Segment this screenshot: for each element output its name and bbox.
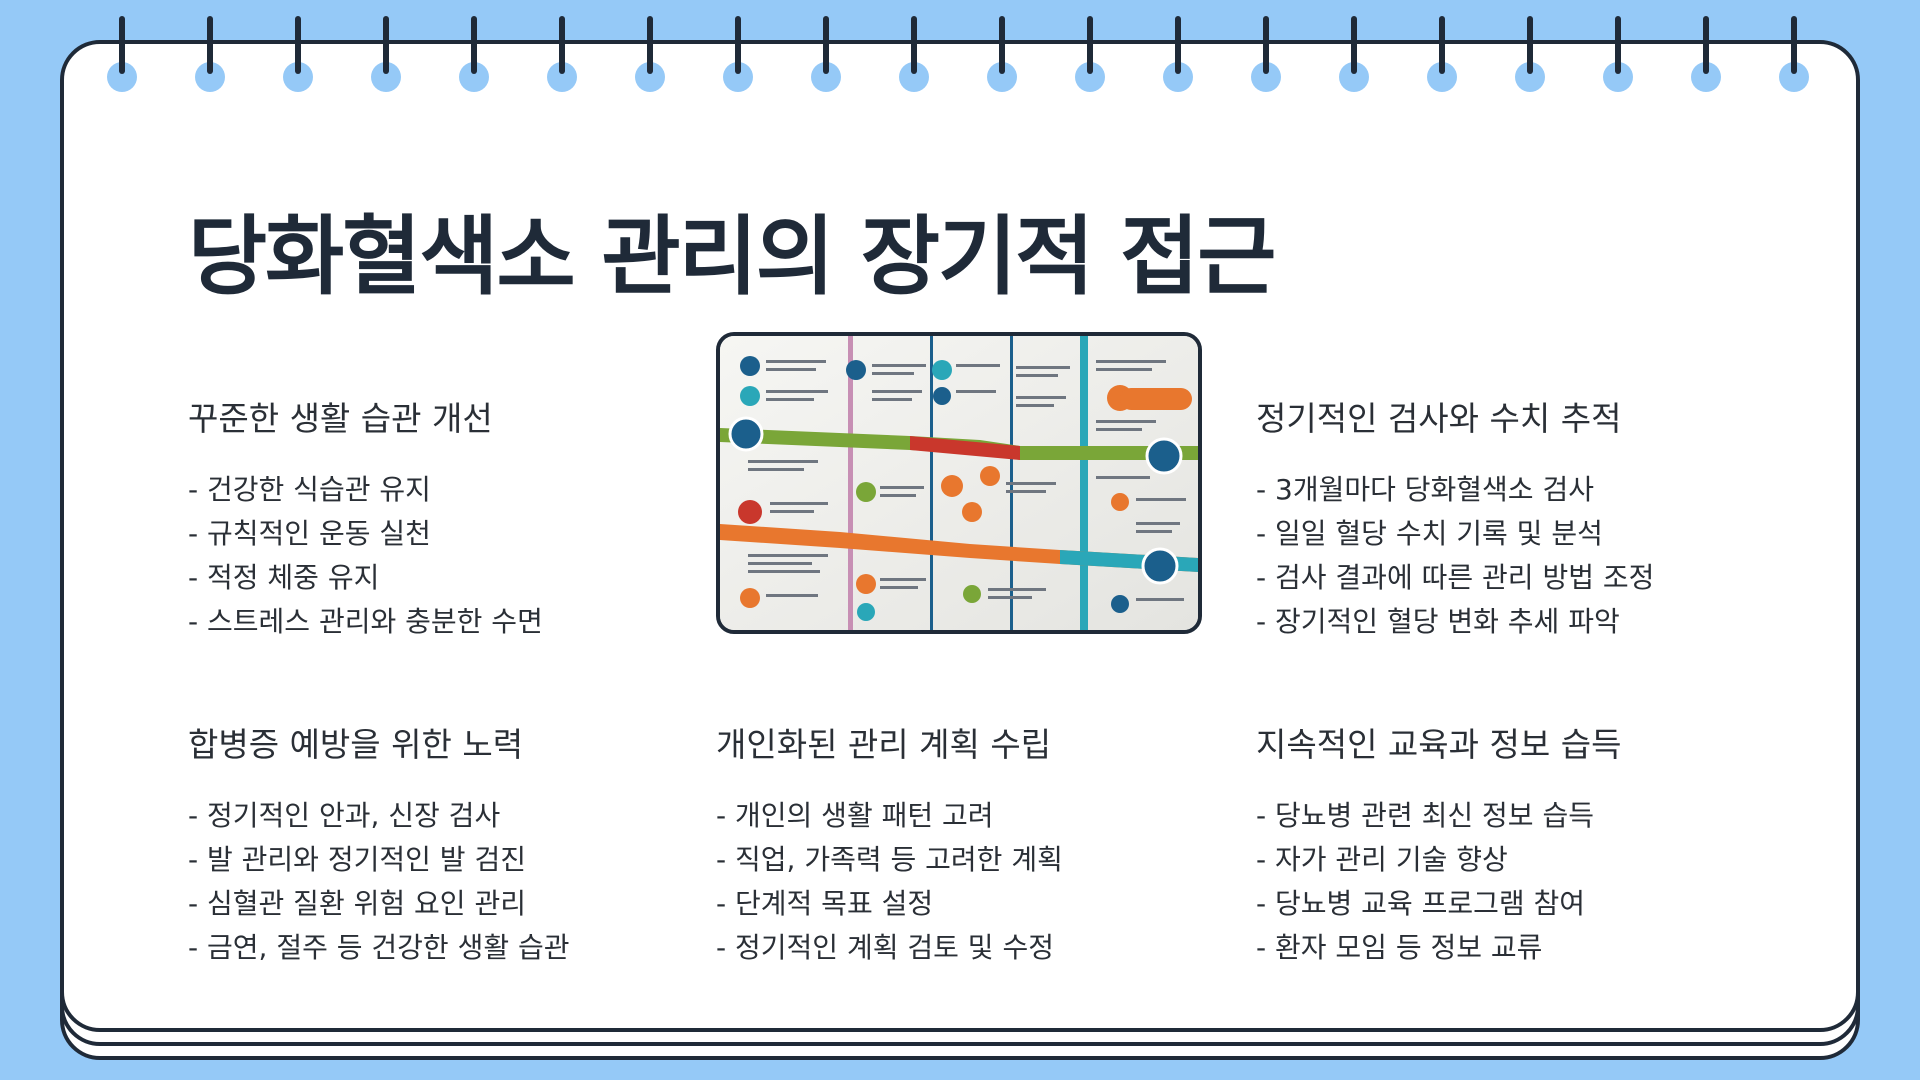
binding-ring-icon (635, 16, 665, 92)
section-heading: 정기적인 검사와 수치 추적 (1256, 399, 1622, 438)
list-item: - 금연, 절주 등 건강한 생활 습관 (188, 931, 570, 964)
binding-ring-icon (459, 16, 489, 92)
list-item: - 장기적인 혈당 변화 추세 파악 (1256, 605, 1620, 638)
section-heading: 꾸준한 생활 습관 개선 (188, 399, 493, 438)
list-item: - 당뇨병 교육 프로그램 참여 (1256, 887, 1586, 920)
list-item: - 규칙적인 운동 실천 (188, 517, 431, 550)
list-item: - 당뇨병 관련 최신 정보 습득 (1256, 799, 1594, 832)
list-item: - 심혈관 질환 위험 요인 관리 (188, 887, 526, 920)
section-lifestyle: 꾸준한 생활 습관 개선 - 건강한 식습관 유지 - 규칙적인 운동 실천 -… (188, 392, 658, 644)
list-item: - 정기적인 계획 검토 및 수정 (716, 931, 1054, 964)
binding-ring-icon (1163, 16, 1193, 92)
binding-ring-icon (195, 16, 225, 92)
binding-ring-icon (987, 16, 1017, 92)
spiral-binding (0, 0, 1920, 100)
binding-ring-icon (1779, 16, 1809, 92)
page-title: 당화혈색소 관리의 장기적 접근 (188, 207, 1276, 307)
list-item: - 개인의 생활 패턴 고려 (716, 799, 994, 832)
binding-ring-icon (107, 16, 137, 92)
list-item: - 일일 혈당 수치 기록 및 분석 (1256, 517, 1603, 550)
binding-ring-icon (1603, 16, 1633, 92)
section-list: - 건강한 식습관 유지 - 규칙적인 운동 실천 - 적정 체중 유지 - 스… (188, 468, 658, 644)
binding-ring-icon (1427, 16, 1457, 92)
section-regular-testing: 정기적인 검사와 수치 추적 - 3개월마다 당화혈색소 검사 - 일일 혈당 … (1256, 392, 1726, 644)
section-complication-prevention: 합병증 예방을 위한 노력 - 정기적인 안과, 신장 검사 - 발 관리와 정… (188, 718, 658, 970)
binding-ring-icon (283, 16, 313, 92)
list-item: - 발 관리와 정기적인 발 검진 (188, 843, 526, 876)
binding-ring-icon (811, 16, 841, 92)
list-item: - 단계적 목표 설정 (716, 887, 934, 920)
list-item: - 검사 결과에 따른 관리 방법 조정 (1256, 561, 1655, 594)
section-list: - 정기적인 안과, 신장 검사 - 발 관리와 정기적인 발 검진 - 심혈관… (188, 794, 658, 970)
binding-ring-icon (547, 16, 577, 92)
list-item: - 스트레스 관리와 충분한 수면 (188, 605, 543, 638)
list-item: - 건강한 식습관 유지 (188, 473, 431, 506)
section-list: - 3개월마다 당화혈색소 검사 - 일일 혈당 수치 기록 및 분석 - 검사… (1256, 468, 1726, 644)
section-heading: 개인화된 관리 계획 수립 (716, 725, 1052, 764)
list-item: - 자가 관리 기술 향상 (1256, 843, 1508, 876)
section-heading: 지속적인 교육과 정보 습득 (1256, 725, 1622, 764)
binding-ring-icon (723, 16, 753, 92)
infographic-image (716, 332, 1202, 634)
infographic-illustration-icon (720, 336, 1198, 630)
binding-ring-icon (1339, 16, 1369, 92)
binding-ring-icon (1075, 16, 1105, 92)
section-personalized-plan: 개인화된 관리 계획 수립 - 개인의 생활 패턴 고려 - 직업, 가족력 등… (716, 718, 1186, 970)
binding-ring-icon (371, 16, 401, 92)
binding-ring-icon (1515, 16, 1545, 92)
binding-ring-icon (1691, 16, 1721, 92)
list-item: - 3개월마다 당화혈색소 검사 (1256, 473, 1594, 506)
binding-ring-icon (1251, 16, 1281, 92)
section-continuous-education: 지속적인 교육과 정보 습득 - 당뇨병 관련 최신 정보 습득 - 자가 관리… (1256, 718, 1726, 970)
list-item: - 직업, 가족력 등 고려한 계획 (716, 843, 1063, 876)
list-item: - 정기적인 안과, 신장 검사 (188, 799, 501, 832)
section-heading: 합병증 예방을 위한 노력 (188, 725, 524, 764)
binding-ring-icon (899, 16, 929, 92)
list-item: - 환자 모임 등 정보 교류 (1256, 931, 1543, 964)
section-list: - 개인의 생활 패턴 고려 - 직업, 가족력 등 고려한 계획 - 단계적 … (716, 794, 1186, 970)
list-item: - 적정 체중 유지 (188, 561, 380, 594)
section-list: - 당뇨병 관련 최신 정보 습득 - 자가 관리 기술 향상 - 당뇨병 교육… (1256, 794, 1726, 970)
